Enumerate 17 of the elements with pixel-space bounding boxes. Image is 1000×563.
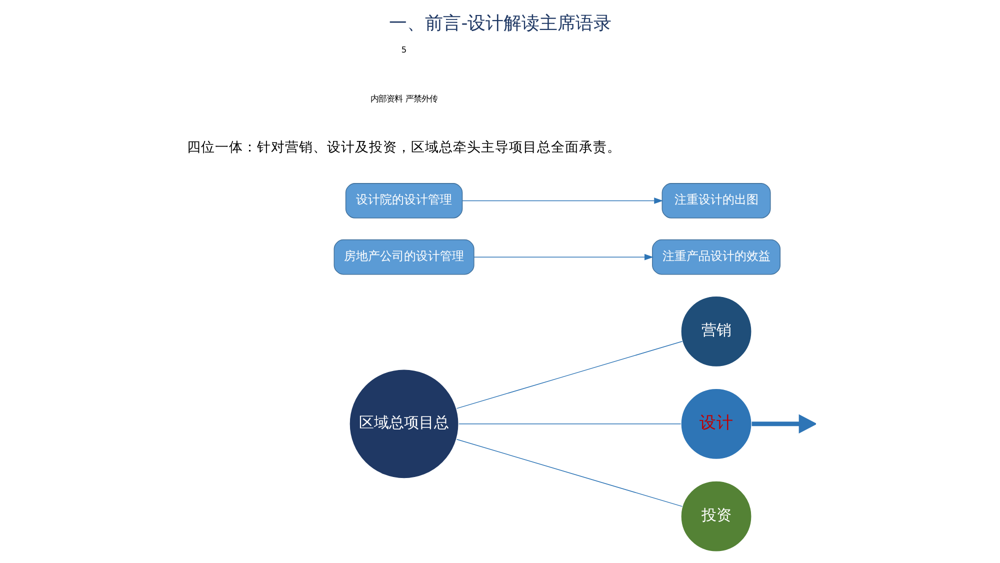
connector: [456, 439, 682, 507]
label: 内部资料 严禁外传: [370, 93, 437, 104]
node-circle: 投资: [680, 480, 752, 552]
node-box: 注重产品设计的效益: [652, 239, 780, 275]
label: 5: [400, 44, 406, 55]
connector: [456, 340, 682, 409]
node-box: 注重设计的出图: [661, 183, 770, 218]
label: 四位一体：针对营销、设计及投资，区域总牵头主导项目总全面承责。: [186, 139, 621, 156]
arrow: [473, 254, 654, 260]
node-box: 设计院的设计管理: [344, 183, 462, 218]
node-circle: 营销: [680, 296, 752, 368]
node-box: 房地产公司的设计管理: [333, 239, 474, 275]
diagram-title: 一、前言-设计解读主席语录: [388, 12, 612, 34]
node-circle: 设计: [680, 388, 752, 460]
arrow: [462, 198, 663, 204]
node-circle: 区域总项目总: [348, 368, 458, 479]
arrow: [751, 414, 816, 434]
